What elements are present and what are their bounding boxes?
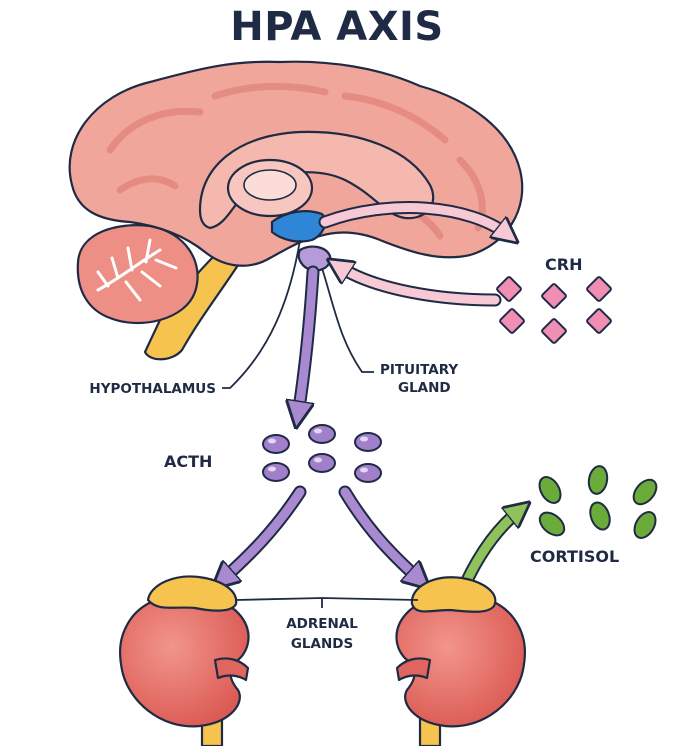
hypothalamus-label: HYPOTHALAMUS (89, 381, 216, 397)
pituitary-label-line2: GLAND (398, 380, 451, 396)
crh-label: CRH (545, 255, 582, 274)
right-kidney (396, 594, 524, 746)
page-title: HPA AXIS (230, 4, 444, 50)
adrenal-pointer (236, 598, 418, 608)
crh-molecules (496, 276, 611, 343)
adrenal-label-line2: GLANDS (291, 636, 353, 652)
acth-label: ACTH (164, 452, 212, 471)
left-kidney (120, 594, 248, 746)
adrenal-label-line1: ADRENAL (286, 616, 358, 632)
cortisol-label: CORTISOL (530, 547, 619, 566)
pituitary-label-line1: PITUITARY (380, 362, 458, 378)
cortisol-molecules (535, 465, 661, 542)
acth-molecules (263, 425, 381, 482)
